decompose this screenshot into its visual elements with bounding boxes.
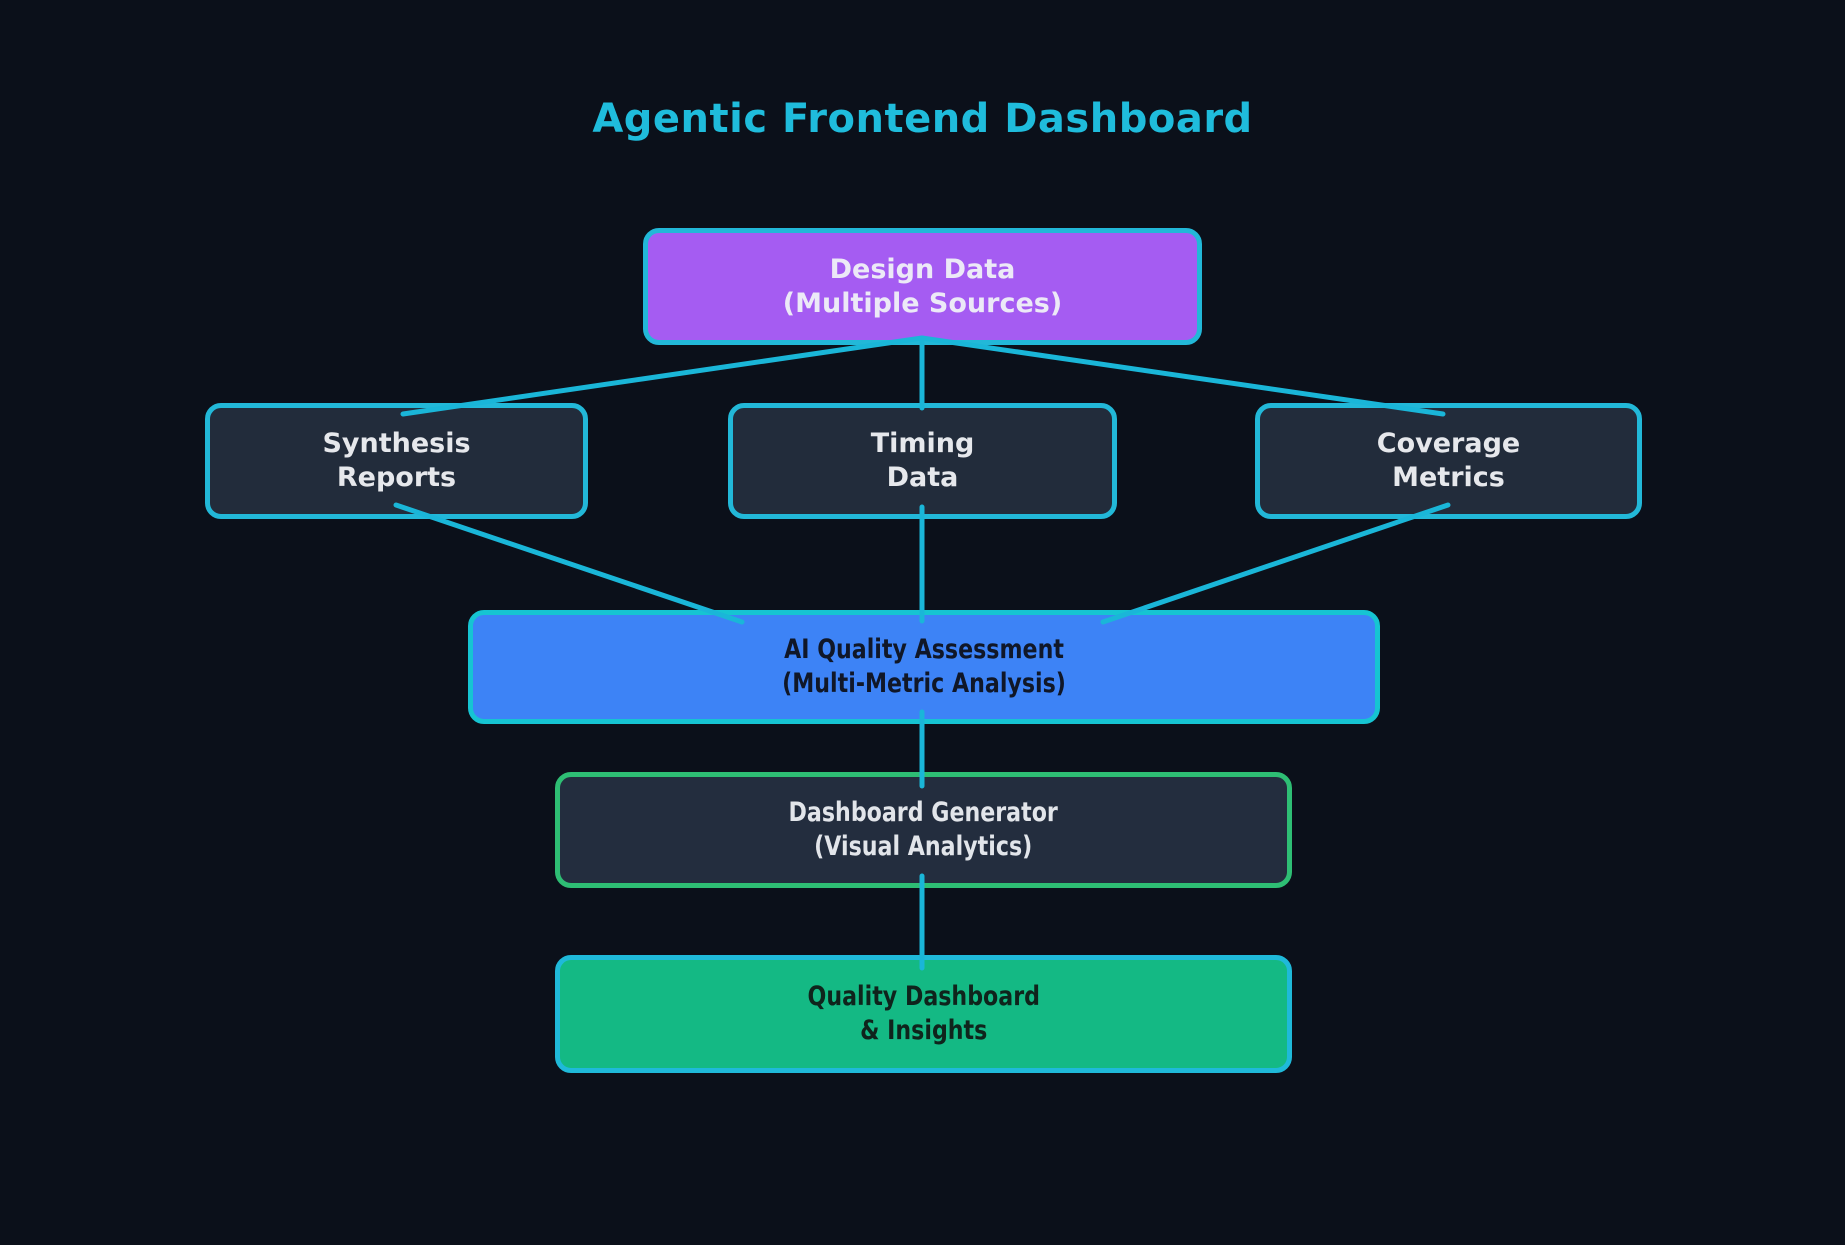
node-ai-quality-assessment-line2: (Multi-Metric Analysis) [782,668,1066,699]
node-timing-data-line1: Timing [870,428,975,459]
node-coverage-metrics-line2: Metrics [1392,462,1505,493]
node-synthesis-reports-line2: Reports [336,462,457,493]
node-dashboard-generator: Dashboard Generator (Visual Analytics) [555,772,1292,888]
node-quality-dashboard-label: Quality Dashboard & Insights [807,980,1039,1048]
node-quality-dashboard-line2: & Insights [859,1015,988,1046]
node-coverage-metrics: Coverage Metrics [1255,403,1642,519]
node-dashboard-generator-line2: (Visual Analytics) [814,831,1033,862]
edge-coverage-ai [1100,502,1451,625]
node-synthesis-reports-line1: Synthesis [322,428,471,459]
node-design-data: Design Data (Multiple Sources) [643,228,1202,345]
node-timing-data-line2: Data [886,462,959,493]
node-dashboard-generator-label: Dashboard Generator (Visual Analytics) [789,796,1058,864]
edge-synthesis-ai [393,502,745,625]
node-ai-quality-assessment-line1: AI Quality Assessment [784,634,1064,665]
node-timing-data: Timing Data [728,403,1117,519]
node-ai-quality-assessment: AI Quality Assessment (Multi-Metric Anal… [468,610,1380,724]
node-quality-dashboard-line1: Quality Dashboard [807,981,1040,1012]
node-ai-quality-assessment-label: AI Quality Assessment (Multi-Metric Anal… [782,633,1066,701]
node-design-data-line2: (Multiple Sources) [782,287,1063,319]
node-timing-data-label: Timing Data [871,427,975,495]
node-coverage-metrics-line1: Coverage [1376,428,1521,459]
node-synthesis-reports: Synthesis Reports [205,403,588,519]
node-synthesis-reports-label: Synthesis Reports [322,427,470,495]
node-design-data-line1: Design Data [829,253,1016,285]
node-design-data-label: Design Data (Multiple Sources) [783,253,1062,321]
page-title: Agentic Frontend Dashboard [592,96,1253,142]
node-dashboard-generator-line1: Dashboard Generator [788,797,1059,828]
node-coverage-metrics-label: Coverage Metrics [1377,427,1520,495]
node-quality-dashboard: Quality Dashboard & Insights [555,955,1292,1073]
